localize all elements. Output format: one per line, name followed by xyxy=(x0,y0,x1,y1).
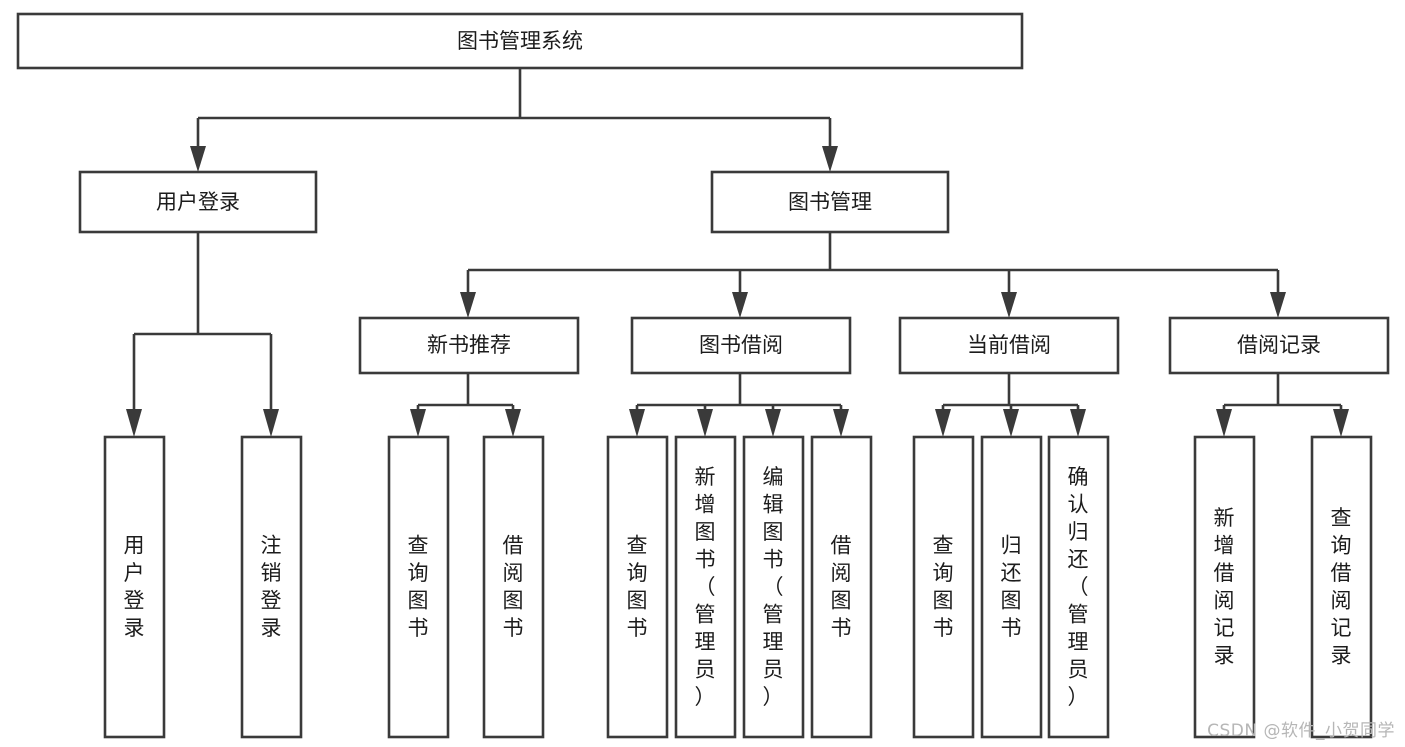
node-book-manage[interactable]: 图书管理 xyxy=(710,170,950,234)
leaf-user-login-1-label: 用户登录 xyxy=(124,534,145,641)
leaf-book-borrow-4-label: 借阅图书 xyxy=(831,534,852,641)
connector-group-book-borrow xyxy=(629,373,849,437)
leaf-new-book-1[interactable]: 查询图书 xyxy=(387,435,450,739)
leaf-book-borrow-2[interactable]: 新增图书（管理员） xyxy=(674,435,737,739)
node-current-borrow-label: 当前借阅 xyxy=(967,333,1051,357)
leaf-borrow-record-2-box[interactable] xyxy=(1310,435,1373,739)
node-book-borrow-box[interactable] xyxy=(630,316,852,375)
leaf-current-borrow-1-box[interactable] xyxy=(912,435,975,739)
connector-group-new-book-recommend xyxy=(410,373,521,437)
leaf-current-borrow-3[interactable]: 确认归还（管理员） xyxy=(1047,435,1110,739)
leaf-book-borrow-2-label: 新增图书（管理员） xyxy=(695,465,716,709)
leaf-current-borrow-1-label: 查询图书 xyxy=(933,534,954,641)
node-book-borrow-label: 图书借阅 xyxy=(699,333,783,357)
leaf-book-borrow-1[interactable]: 查询图书 xyxy=(606,435,669,739)
leaf-book-borrow-3[interactable]: 编辑图书（管理员） xyxy=(742,435,805,739)
arrow-head-book-borrow-child-4 xyxy=(833,409,849,437)
arrow-head-new-book-child-1 xyxy=(410,409,426,437)
node-book-manage-box[interactable] xyxy=(710,170,950,234)
node-borrow-record[interactable]: 借阅记录 xyxy=(1168,316,1390,375)
arrow-head-borrow-record-child-2 xyxy=(1333,409,1349,437)
leaf-current-borrow-3-label: 确认归还（管理员） xyxy=(1068,465,1089,709)
leaf-current-borrow-2[interactable]: 归还图书 xyxy=(980,435,1043,739)
leaf-borrow-record-1[interactable]: 新增借阅记录 xyxy=(1193,435,1256,739)
connector-group-borrow-record xyxy=(1216,373,1349,437)
node-book-manage-label: 图书管理 xyxy=(788,190,872,214)
arrow-head-user-login xyxy=(190,146,206,172)
node-user-login-box[interactable] xyxy=(78,170,318,234)
arrow-head-book-borrow-child-2 xyxy=(697,409,713,437)
arrow-head-user-login-child-1 xyxy=(126,409,142,437)
arrow-head-current-borrow-child-2 xyxy=(1003,409,1019,437)
leaf-book-borrow-3-label: 编辑图书（管理员） xyxy=(763,465,784,709)
leaf-book-borrow-1-label: 查询图书 xyxy=(627,534,648,641)
leaf-borrow-record-1-box[interactable] xyxy=(1193,435,1256,739)
leaf-new-book-1-label: 查询图书 xyxy=(408,534,429,641)
arrow-head-borrow-record xyxy=(1270,292,1286,318)
node-new-book-recommend-box[interactable] xyxy=(358,316,580,375)
arrow-head-current-borrow xyxy=(1001,292,1017,318)
arrow-head-new-book-recommend xyxy=(460,292,476,318)
leaf-borrow-record-1-label: 新增借阅记录 xyxy=(1214,506,1235,668)
leaf-current-borrow-1[interactable]: 查询图书 xyxy=(912,435,975,739)
connector-group-book-manage xyxy=(460,232,1286,318)
node-root-box[interactable] xyxy=(16,12,1024,70)
leaf-user-login-2-box[interactable] xyxy=(240,435,303,739)
node-root-label: 图书管理系统 xyxy=(457,29,583,53)
leaf-book-borrow-2-box[interactable] xyxy=(674,435,737,739)
leaf-user-login-1-box[interactable] xyxy=(103,435,166,739)
connector-group-user-login xyxy=(126,232,279,437)
connector-group-current-borrow xyxy=(935,373,1086,437)
arrow-head-new-book-child-2 xyxy=(505,409,521,437)
node-current-borrow-box[interactable] xyxy=(898,316,1120,375)
arrow-head-book-borrow xyxy=(732,292,748,318)
arrow-head-user-login-child-2 xyxy=(263,409,279,437)
arrow-head-borrow-record-child-1 xyxy=(1216,409,1232,437)
node-borrow-record-label: 借阅记录 xyxy=(1237,333,1321,357)
leaf-new-book-2[interactable]: 借阅图书 xyxy=(482,435,545,739)
node-new-book-recommend[interactable]: 新书推荐 xyxy=(358,316,580,375)
leaf-user-login-2[interactable]: 注销登录 xyxy=(240,435,303,739)
node-current-borrow[interactable]: 当前借阅 xyxy=(898,316,1120,375)
node-root[interactable]: 图书管理系统 xyxy=(16,12,1024,70)
arrow-head-book-borrow-child-3 xyxy=(765,409,781,437)
connector-group-root xyxy=(190,68,838,172)
arrow-head-current-borrow-child-3 xyxy=(1070,409,1086,437)
leaf-borrow-record-2-label: 查询借阅记录 xyxy=(1331,506,1352,668)
node-new-book-recommend-label: 新书推荐 xyxy=(427,333,511,357)
leaf-current-borrow-3-box[interactable] xyxy=(1047,435,1110,739)
leaf-user-login-2-label: 注销登录 xyxy=(261,534,282,641)
node-user-login[interactable]: 用户登录 xyxy=(78,170,318,234)
leaf-new-book-2-box[interactable] xyxy=(482,435,545,739)
node-book-borrow[interactable]: 图书借阅 xyxy=(630,316,852,375)
leaf-book-borrow-4-box[interactable] xyxy=(810,435,873,739)
leaf-new-book-2-label: 借阅图书 xyxy=(503,534,524,641)
arrow-head-current-borrow-child-1 xyxy=(935,409,951,437)
leaf-user-login-1[interactable]: 用户登录 xyxy=(103,435,166,739)
leaf-book-borrow-1-box[interactable] xyxy=(606,435,669,739)
leaf-current-borrow-2-box[interactable] xyxy=(980,435,1043,739)
leaf-book-borrow-4[interactable]: 借阅图书 xyxy=(810,435,873,739)
leaf-book-borrow-3-box[interactable] xyxy=(742,435,805,739)
node-user-login-label: 用户登录 xyxy=(156,190,240,214)
node-borrow-record-box[interactable] xyxy=(1168,316,1390,375)
leaf-current-borrow-2-label: 归还图书 xyxy=(1001,534,1022,641)
arrow-head-book-borrow-child-1 xyxy=(629,409,645,437)
leaf-borrow-record-2[interactable]: 查询借阅记录 xyxy=(1310,435,1373,739)
arrow-head-book-manage xyxy=(822,146,838,172)
leaf-new-book-1-box[interactable] xyxy=(387,435,450,739)
